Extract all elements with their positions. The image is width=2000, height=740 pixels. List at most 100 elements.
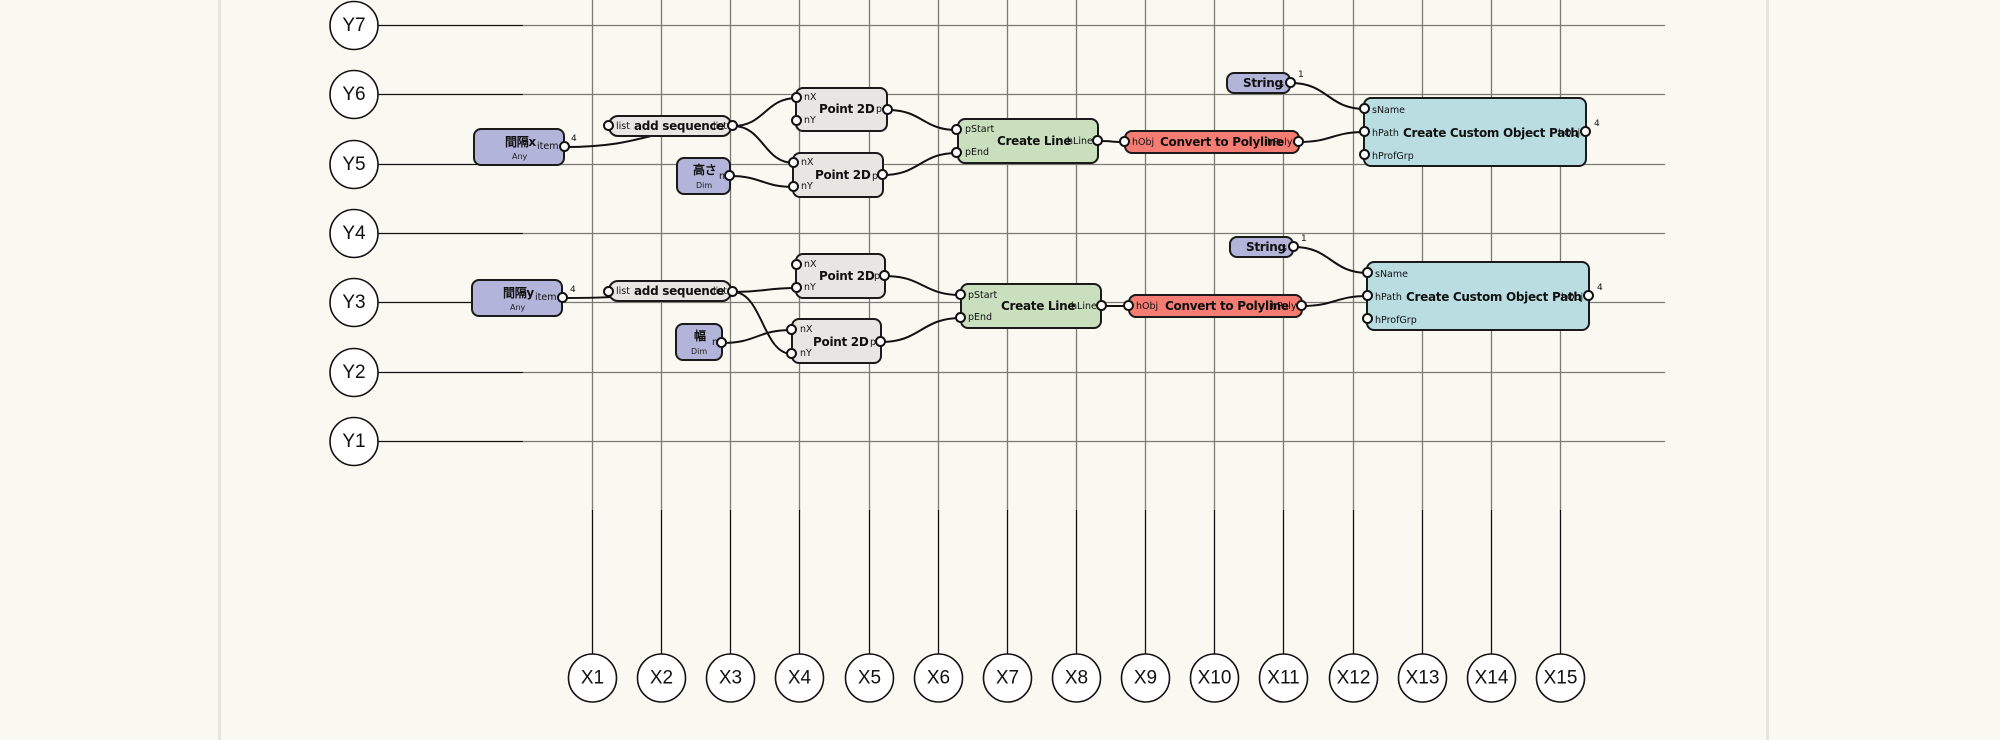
- grid-bubble-x11[interactable]: X11: [1258, 653, 1309, 703]
- input-port-ny[interactable]: [788, 181, 799, 192]
- output-port-n[interactable]: [724, 170, 735, 181]
- input-port-pend[interactable]: [951, 147, 962, 158]
- input-node-interval-y[interactable]: 間隔y Any item: [471, 279, 563, 317]
- connection-wire[interactable]: [882, 152, 958, 176]
- input-port-hpath[interactable]: [1359, 126, 1370, 137]
- input-port-sname[interactable]: [1359, 103, 1370, 114]
- node-title: Convert to Polyline: [1165, 299, 1289, 313]
- output-port-hline[interactable]: [1096, 300, 1107, 311]
- input-port-sname[interactable]: [1362, 267, 1373, 278]
- input-port-pstart[interactable]: [951, 124, 962, 135]
- output-port-p[interactable]: [882, 104, 893, 115]
- create-custom-object-path-node[interactable]: sName hPath hProfGrp Create Custom Objec…: [1363, 97, 1587, 167]
- grid-bubble-y7[interactable]: Y7: [329, 0, 379, 51]
- input-port-hprofgrp[interactable]: [1359, 149, 1370, 160]
- grid-bubble-x14[interactable]: X14: [1466, 653, 1517, 703]
- input-port-ny[interactable]: [791, 115, 802, 126]
- input-port-nx[interactable]: [786, 324, 797, 335]
- input-port-nx[interactable]: [788, 157, 799, 168]
- grid-bubble-y3[interactable]: Y3: [329, 277, 379, 328]
- convert-to-polyline-node[interactable]: hObj Convert to Polyline hPoly: [1128, 294, 1303, 318]
- grid-bubble-x6[interactable]: X6: [913, 653, 964, 703]
- connection-wire[interactable]: [729, 175, 795, 188]
- output-port-list[interactable]: [727, 120, 738, 131]
- node-title: Point 2D: [819, 269, 875, 283]
- connection-wire[interactable]: [880, 317, 962, 343]
- grid-bubble-x4[interactable]: X4: [774, 653, 825, 703]
- output-port-hpoly[interactable]: [1296, 300, 1307, 311]
- connection-wire[interactable]: [887, 109, 958, 131]
- connection-wire[interactable]: [732, 97, 798, 127]
- connection-wire[interactable]: [1290, 82, 1366, 110]
- string-input-node[interactable]: String s: [1226, 72, 1291, 94]
- input-port-pstart[interactable]: [955, 289, 966, 300]
- output-port-hpoly[interactable]: [1293, 136, 1304, 147]
- grid-bubble-x1[interactable]: X1: [567, 653, 618, 703]
- input-port-hobj[interactable]: [1119, 136, 1130, 147]
- input-port-hobj[interactable]: [1123, 300, 1134, 311]
- output-port-hobj[interactable]: [1583, 290, 1594, 301]
- connection-wire[interactable]: [732, 287, 798, 293]
- input-port-pend[interactable]: [955, 312, 966, 323]
- grid-bubble-x7[interactable]: X7: [982, 653, 1033, 703]
- connection-wire[interactable]: [1298, 131, 1366, 143]
- grid-bubble-x9[interactable]: X9: [1120, 653, 1171, 703]
- grid-bubble-y4[interactable]: Y4: [329, 208, 379, 259]
- grid-bubble-y2[interactable]: Y2: [329, 347, 379, 398]
- port-label: list: [713, 286, 727, 297]
- output-port-s[interactable]: [1285, 77, 1296, 88]
- output-port-n[interactable]: [716, 337, 727, 348]
- input-port-nx[interactable]: [791, 259, 802, 270]
- output-port-s[interactable]: [1288, 241, 1299, 252]
- point-2d-node[interactable]: nX nY Point 2D p: [795, 253, 886, 299]
- grid-bubble-y1[interactable]: Y1: [329, 416, 379, 467]
- output-port-list[interactable]: [727, 286, 738, 297]
- grid-bubble-label: X3: [719, 668, 742, 689]
- connection-wire[interactable]: [1293, 246, 1369, 274]
- port-label: p: [872, 171, 879, 182]
- grid-bubble-x10[interactable]: X10: [1189, 653, 1240, 703]
- output-port-item[interactable]: [557, 292, 568, 303]
- input-port-hprofgrp[interactable]: [1362, 313, 1373, 324]
- output-port-item[interactable]: [559, 141, 570, 152]
- output-port-p[interactable]: [875, 336, 886, 347]
- connection-wire[interactable]: [884, 275, 962, 296]
- string-input-node[interactable]: String s: [1229, 236, 1294, 258]
- port-label: hObj: [1558, 128, 1581, 139]
- output-port-p[interactable]: [877, 169, 888, 180]
- connection-wire[interactable]: [1301, 295, 1369, 307]
- grid-bubble-x3[interactable]: X3: [705, 653, 756, 703]
- input-port-ny[interactable]: [791, 282, 802, 293]
- output-port-hobj[interactable]: [1580, 126, 1591, 137]
- point-2d-node[interactable]: nX nY Point 2D p: [795, 87, 888, 132]
- add-sequence-node[interactable]: list add sequence list: [608, 280, 732, 302]
- grid-bubble-x5[interactable]: X5: [844, 653, 895, 703]
- grid-bubble-y5[interactable]: Y5: [329, 139, 379, 190]
- output-port-hline[interactable]: [1092, 135, 1103, 146]
- grid-bubble-x8[interactable]: X8: [1051, 653, 1102, 703]
- add-sequence-node[interactable]: list add sequence list: [608, 115, 732, 137]
- input-port-hpath[interactable]: [1362, 290, 1373, 301]
- point-2d-node[interactable]: nX nY Point 2D p: [792, 152, 884, 198]
- input-port-nx[interactable]: [791, 92, 802, 103]
- grid-bubble-x2[interactable]: X2: [636, 653, 687, 703]
- create-custom-object-path-node[interactable]: sName hPath hProfGrp Create Custom Objec…: [1366, 261, 1590, 331]
- input-node-height[interactable]: 高さ Dim n: [676, 157, 731, 195]
- input-node-interval-x[interactable]: 間隔x Any item: [473, 128, 565, 166]
- create-line-node[interactable]: pStart pEnd Create Line hLine: [960, 283, 1102, 329]
- create-line-node[interactable]: pStart pEnd Create Line hLine: [957, 118, 1099, 164]
- grid-bubble-x12[interactable]: X12: [1328, 653, 1379, 703]
- input-port-ny[interactable]: [786, 348, 797, 359]
- input-port-list[interactable]: [603, 120, 614, 131]
- grid-bubble-y6[interactable]: Y6: [329, 69, 379, 120]
- grid-bubble-label: Y7: [342, 15, 365, 36]
- convert-to-polyline-node[interactable]: hObj Convert to Polyline hPoly: [1124, 130, 1300, 154]
- grid-bubble-x13[interactable]: X13: [1397, 653, 1448, 703]
- output-port-p[interactable]: [879, 270, 890, 281]
- connection-wire[interactable]: [732, 291, 793, 355]
- connection-wire[interactable]: [732, 125, 795, 164]
- grid-bubble-x15[interactable]: X15: [1535, 653, 1586, 703]
- connection-wire[interactable]: [721, 329, 793, 344]
- point-2d-node[interactable]: nX nY Point 2D p: [791, 318, 882, 364]
- input-port-list[interactable]: [603, 286, 614, 297]
